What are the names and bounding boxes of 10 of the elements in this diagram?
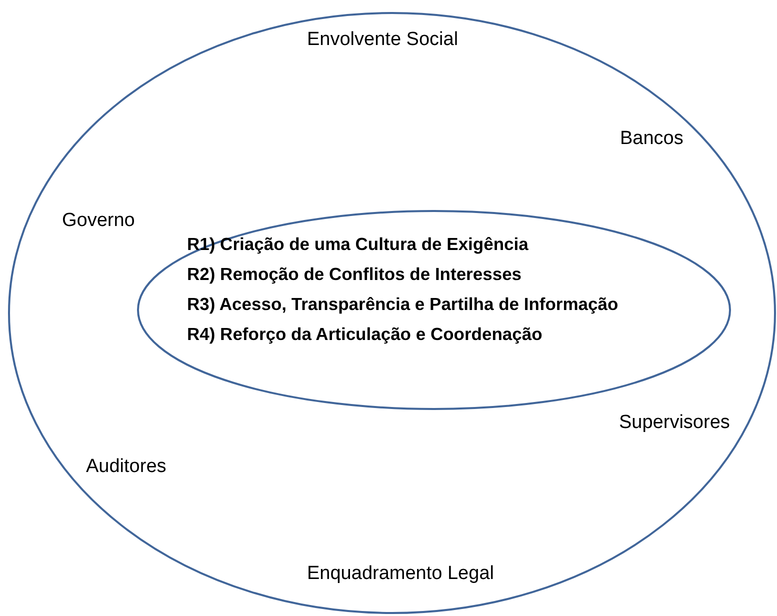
recommendation-text: R2) Remoção de Conflitos de Interesses	[187, 264, 522, 285]
context-label: Governo	[62, 210, 135, 232]
context-label: Enquadramento Legal	[307, 563, 494, 585]
context-label: Envolvente Social	[307, 29, 458, 51]
recommendation-text: R4) Reforço da Articulação e Coordenação	[187, 324, 542, 345]
recommendation-text: R1) Criação de uma Cultura de Exigência	[187, 234, 528, 255]
context-label: Bancos	[620, 128, 684, 150]
context-label: Auditores	[86, 456, 166, 478]
context-label: Supervisores	[619, 412, 730, 434]
recommendation-text: R3) Acesso, Transparência e Partilha de Informação	[187, 294, 618, 315]
